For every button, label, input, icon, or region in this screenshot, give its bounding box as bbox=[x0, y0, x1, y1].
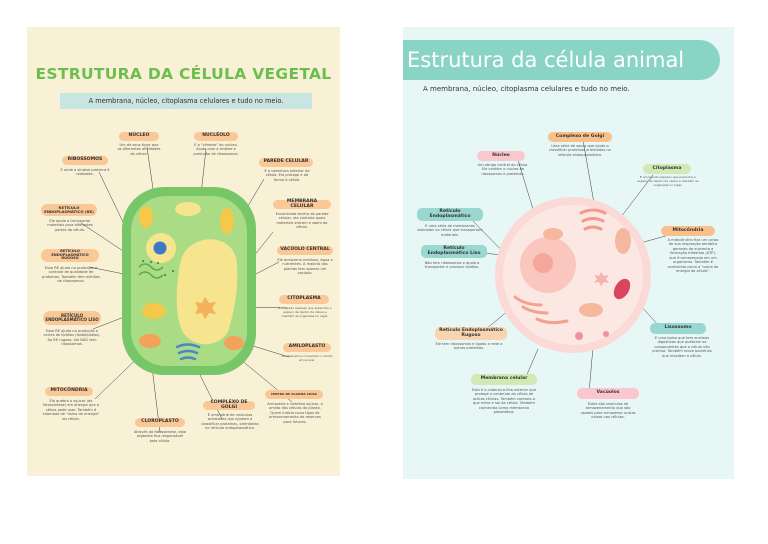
plant-label-rough-er: RETÍCULO ENDOPLASMÁTICO RUGOSO bbox=[41, 249, 99, 262]
animal-mitochondrion bbox=[543, 228, 563, 240]
plant-desc-nucleolus: É o "cérebro" do núcleo. Ajuda com a sín… bbox=[193, 143, 239, 156]
plant-chloroplast bbox=[142, 303, 166, 319]
animal-label-er: Retículo Endoplasmático bbox=[417, 208, 483, 221]
animal-label-lysosome: Lisossomo bbox=[650, 323, 706, 334]
animal-poster-title: Estrutura da célula animal bbox=[403, 40, 720, 80]
animal-mitochondrion bbox=[579, 303, 603, 317]
plant-label-ribosomes: RIBOSSOMOS bbox=[62, 156, 108, 165]
plant-amyloplast bbox=[195, 297, 216, 319]
plant-cell-diagram bbox=[80, 146, 293, 433]
plant-nucleolus bbox=[153, 241, 167, 255]
animal-label-vacuoles: Vacúolos bbox=[577, 388, 639, 399]
plant-desc-rough-er: Esse RE ajuda na produção e controle de … bbox=[42, 266, 100, 284]
animal-rough-er bbox=[513, 295, 569, 325]
animal-label-cytoplasm: Citoplasma bbox=[643, 164, 691, 174]
plant-label-er: RETÍCULO ENDOPLASMÁTICO (RE) bbox=[41, 204, 97, 216]
plant-label-central-vacuole: VACÚOLO CENTRAL bbox=[277, 246, 333, 255]
plant-label-cell-membrane: MEMBRANA CELULAR bbox=[273, 199, 331, 209]
animal-desc-er: É uma série de membranas dobradas na cél… bbox=[417, 224, 483, 237]
plant-label-nucleolus: NUCLÉOLO bbox=[194, 132, 238, 141]
animal-poster-subtitle: A membrana, núcleo, citoplasma celulares… bbox=[423, 85, 630, 93]
plant-golgi-complex bbox=[175, 343, 201, 361]
plant-chloroplast bbox=[175, 202, 201, 216]
animal-desc-cell-membrane: Esta é a cobertura fina exterior que pro… bbox=[471, 388, 537, 415]
plant-label-cell-wall: PAREDE CELULAR bbox=[259, 158, 313, 167]
animal-nucleolus bbox=[533, 253, 553, 273]
plant-cell-poster: ESTRUTURA DA CÉLULA VEGETAL A membrana, … bbox=[27, 27, 340, 476]
plant-label-cytoplasm: CITOPLASMA bbox=[279, 295, 329, 304]
plant-desc-cell-wall: É a cobertura exterior da célula. Ela pr… bbox=[264, 169, 310, 182]
animal-desc-cytoplasm: É um líquido espesso que preenche o espa… bbox=[637, 176, 699, 187]
animal-desc-smooth-er: Não tem ribossomos e ajuda a transportar… bbox=[424, 261, 480, 270]
animal-desc-golgi: Uma série de sacos que ajuda a classific… bbox=[549, 144, 611, 157]
plant-desc-cytoplasm: É o líquido espesso que preenche o espaç… bbox=[278, 307, 332, 318]
plant-label-mitochondrion: MITOCÔNDRIA bbox=[45, 387, 93, 396]
plant-label-amyloplast: AMILOPLASTO bbox=[283, 343, 331, 352]
plant-label-storage: CENTRO DE ALGUMA COISA bbox=[265, 390, 323, 399]
animal-lysosome bbox=[613, 278, 631, 300]
plant-central-vacuole bbox=[176, 239, 238, 345]
plant-rough-er bbox=[138, 263, 164, 279]
plant-desc-nucleus: Um de seus tipos que os diferentes ativi… bbox=[117, 143, 161, 156]
animal-label-nucleus: Núcleo bbox=[477, 151, 525, 161]
plant-desc-er: Ele ajuda a transportar materiais para d… bbox=[47, 219, 93, 232]
animal-vacuole bbox=[575, 332, 583, 340]
plant-desc-amyloplast: Armazenam e convertem o amido em açúcar. bbox=[281, 355, 333, 362]
animal-golgi-complex bbox=[579, 208, 607, 231]
plant-desc-central-vacuole: Ele armazena resíduos, água e nutrientes… bbox=[277, 258, 333, 276]
animal-vacuole bbox=[603, 331, 609, 337]
animal-desc-vacuoles: Estes são vesículas de armazenamento que… bbox=[580, 402, 636, 420]
animal-label-rough-er: Retículo Endoplasmático Rugoso bbox=[435, 327, 507, 340]
plant-label-nucleus: NÚCLEO bbox=[119, 132, 159, 141]
animal-label-golgi: Complexo de Golgi bbox=[548, 132, 612, 142]
plant-desc-cell-membrane: Encontrada dentro da parede celular, ela… bbox=[275, 212, 329, 230]
plant-chloroplast bbox=[139, 206, 153, 228]
animal-desc-lysosome: É uma bolsa que tem enzimas digestivas q… bbox=[652, 336, 712, 358]
plant-mitochondrion bbox=[139, 334, 161, 348]
animal-label-smooth-er: Retículo Endoplasmático Liso bbox=[421, 245, 487, 258]
animal-desc-nucleus: Um abrigo central da célula. Ele contém … bbox=[477, 163, 529, 176]
plant-poster-subtitle: A membrana, núcleo, citoplasma celulares… bbox=[60, 93, 312, 109]
plant-desc-ribosomes: É onde a síntese proteica é realizada. bbox=[60, 168, 110, 177]
plant-poster-title: ESTRUTURA DA CÉLULA VEGETAL bbox=[35, 65, 332, 83]
plant-desc-chloroplast: Através da fotossíntese, esta organela f… bbox=[133, 430, 187, 443]
plant-desc-golgi: É uma série de vesículas achatadas que a… bbox=[201, 413, 259, 431]
animal-cell-diagram bbox=[470, 139, 670, 394]
animal-mitochondrion bbox=[615, 228, 631, 254]
animal-centrosome bbox=[594, 272, 609, 286]
plant-desc-mitochondrion: Ela quebra o açúcar (da fotossíntese) em… bbox=[42, 399, 100, 421]
animal-cell-poster: Estrutura da célula animal A membrana, n… bbox=[403, 27, 734, 479]
plant-label-smooth-er: RETÍCULO ENDOPLASMÁTICO LISO bbox=[43, 311, 101, 325]
plant-desc-smooth-er: Esse RE ajuda na produção e cortes de li… bbox=[43, 329, 101, 347]
animal-desc-mitochondrion: A mitocôndria fica um corpo de sua respi… bbox=[667, 238, 719, 274]
plant-desc-storage: Armazena e sintetiza açúcar, o amido das… bbox=[267, 402, 323, 424]
animal-desc-rough-er: Ele tem ribossomos e ligado a rede a out… bbox=[435, 342, 503, 351]
animal-label-cell-membrane: Membrana celular bbox=[471, 374, 537, 385]
animal-label-mitochondrion: Mitocôndria bbox=[661, 226, 715, 236]
plant-mitochondrion bbox=[224, 336, 244, 350]
plant-label-golgi: COMPLEXO DE GOLGI bbox=[203, 400, 255, 410]
plant-ribosomes bbox=[142, 260, 174, 276]
plant-label-chloroplast: CLOROPLASTO bbox=[135, 418, 185, 427]
plant-chloroplast bbox=[220, 208, 234, 234]
